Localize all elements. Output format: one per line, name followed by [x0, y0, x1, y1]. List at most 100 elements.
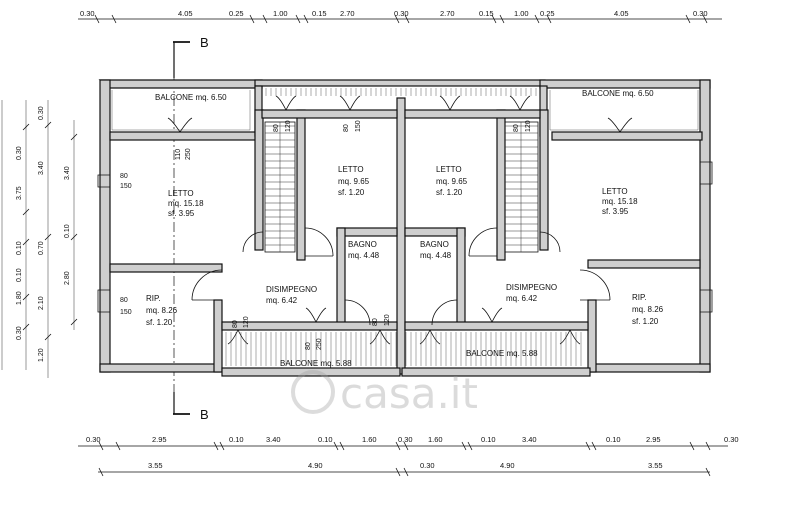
dim-bottom2-3: 4.90: [500, 461, 515, 470]
dim-bottom1-3: 3.40: [266, 435, 281, 444]
dim-left-mid-0: 3.40: [38, 161, 45, 175]
opening-stair-left-a: 80: [273, 124, 280, 132]
disimpegno-right-mq: mq. 6.42: [506, 294, 538, 303]
dim-top-0: 0.30: [80, 9, 95, 18]
dim-bottom1-5: 1.60: [362, 435, 377, 444]
section-marker-bottom: B: [173, 392, 209, 422]
letto-left-mq: mq. 15.18: [168, 199, 204, 208]
dim-top-12: 0.30: [693, 9, 708, 18]
dim-top-5: 2.70: [340, 9, 355, 18]
opening-door-top-left-b: 250: [185, 148, 192, 160]
dim-left-outer-1: 3.75: [16, 186, 23, 200]
letto-center-right-name: LETTO: [436, 165, 462, 174]
left-dimension-lines: 3.75 0.10 1.80 0.30 0.30 3.40 0.70 2.10 …: [1, 100, 78, 378]
balcone-bottom-left-label: BALCONE mq. 5.88: [280, 359, 352, 368]
letto-center-left-mq: mq. 9.65: [338, 177, 370, 186]
bottom-dimension-line-1: 0.30 2.95 0.10 3.40 0.10 1.60 0.30 1.60 …: [78, 435, 739, 451]
dim-bottom1-0: 0.30: [86, 435, 101, 444]
opening-stair-right-a: 80: [513, 124, 520, 132]
letto-right-name: LETTO: [602, 187, 628, 196]
opening-letto-center-b: 150: [355, 120, 362, 132]
bagno-left-mq: mq. 4.48: [348, 251, 380, 260]
dim-left-outer-0: 0.30: [16, 146, 23, 160]
dim-top-1: 4.05: [178, 9, 193, 18]
dim-bottom1-6: 0.30: [398, 435, 413, 444]
watermark-logo-icon: [291, 370, 335, 414]
dim-bottom1-10: 0.10: [606, 435, 621, 444]
dim-top-10: 0.25: [540, 9, 555, 18]
dim-top-7: 2.70: [440, 9, 455, 18]
balcone-bottom-right-label: BALCONE mq. 5.88: [466, 349, 538, 358]
opening-rip-left-bottom: 150: [120, 309, 132, 316]
dim-bottom1-11: 2.95: [646, 435, 661, 444]
dim-top-11: 4.05: [614, 9, 629, 18]
rip-right-mq: mq. 8.26: [632, 305, 664, 314]
dim-left-ext-1: 0.10: [64, 224, 71, 238]
door-swings: [97, 95, 713, 345]
building-walls: [98, 79, 711, 377]
section-label-bottom: B: [200, 407, 209, 422]
top-dimension-line: 0.30 4.05 0.25 1.00 0.15 2.70 0.30 2.70 …: [78, 9, 722, 24]
dim-bottom1-4: 0.10: [318, 435, 333, 444]
rip-right-sf: sf. 1.20: [632, 317, 659, 326]
room-labels: BALCONE mq. 6.50 BALCONE mq. 6.50 LETTO …: [146, 89, 664, 368]
dim-bottom2-0: 3.55: [148, 461, 163, 470]
balcony-railings: [111, 88, 699, 366]
dim-left-ext-2: 2.80: [64, 271, 71, 285]
watermark-text: casa.it: [340, 369, 478, 418]
dim-top-2: 0.25: [229, 9, 244, 18]
dim-top-8: 0.15: [479, 9, 494, 18]
opening-letto-left-bottom: 150: [120, 183, 132, 190]
opening-disimpegno-b: 120: [243, 316, 250, 328]
letto-center-left-sf: sf. 1.20: [338, 188, 365, 197]
balcone-top-left-label: BALCONE mq. 6.50: [155, 93, 227, 102]
bagno-left-name: BAGNO: [348, 240, 377, 249]
disimpegno-left-mq: mq. 6.42: [266, 296, 298, 305]
dim-bottom1-7: 1.60: [428, 435, 443, 444]
bagno-right-name: BAGNO: [420, 240, 449, 249]
letto-right-sf: sf. 3.95: [602, 207, 629, 216]
opening-balcone-bottom-b: 250: [316, 338, 323, 350]
dim-top-6: 0.30: [394, 9, 409, 18]
dim-left-outer-2: 0.10: [16, 241, 23, 255]
opening-letto-center-a: 80: [343, 124, 350, 132]
bagno-right-mq: mq. 4.48: [420, 251, 452, 260]
dim-left-ext-0: 3.40: [64, 166, 71, 180]
opening-stair-right-b: 120: [525, 120, 532, 132]
opening-balcone-bottom-a: 80: [305, 342, 312, 350]
rip-right-name: RIP.: [632, 293, 647, 302]
dim-left-inner-0: 0.30: [38, 106, 45, 120]
letto-left-name: LETTO: [168, 189, 194, 198]
dim-left-outer-4: 0.30: [16, 326, 23, 340]
opening-disimpegno-a: 80: [232, 320, 239, 328]
dim-left-mid-3: 1.20: [38, 348, 45, 362]
opening-bagno-a: 80: [372, 318, 379, 326]
dim-bottom2-2: 0.30: [420, 461, 435, 470]
opening-door-top-left-a: 110: [175, 149, 182, 160]
opening-stair-left-b: 120: [285, 120, 292, 132]
dim-top-4: 0.15: [312, 9, 327, 18]
letto-center-right-mq: mq. 9.65: [436, 177, 468, 186]
bottom-dimension-line-2: 3.55 4.90 0.30 4.90 3.55: [98, 461, 711, 477]
dim-top-3: 1.00: [273, 9, 288, 18]
letto-center-right-sf: sf. 1.20: [436, 188, 463, 197]
dim-bottom2-1: 4.90: [308, 461, 323, 470]
dim-bottom1-12: 0.30: [724, 435, 739, 444]
letto-left-sf: sf. 3.95: [168, 209, 195, 218]
opening-letto-left-top: 80: [120, 173, 128, 180]
rip-left-mq: mq. 8.26: [146, 306, 178, 315]
dim-left-mid-2: 2.10: [38, 296, 45, 310]
dim-left-outer-3: 1.80: [16, 291, 23, 305]
opening-bagno-b: 120: [384, 314, 391, 326]
dim-left-mid-1: 0.70: [38, 241, 45, 255]
dim-bottom2-4: 3.55: [648, 461, 663, 470]
watermark: casa.it: [291, 369, 478, 418]
section-label-top: B: [200, 35, 209, 50]
dim-bottom1-1: 2.95: [152, 435, 167, 444]
disimpegno-right-name: DISIMPEGNO: [506, 283, 557, 292]
dim-bottom1-2: 0.10: [229, 435, 244, 444]
balcone-top-right-label: BALCONE mq. 6.50: [582, 89, 654, 98]
dim-left-inner-3: 0.10: [16, 268, 23, 282]
